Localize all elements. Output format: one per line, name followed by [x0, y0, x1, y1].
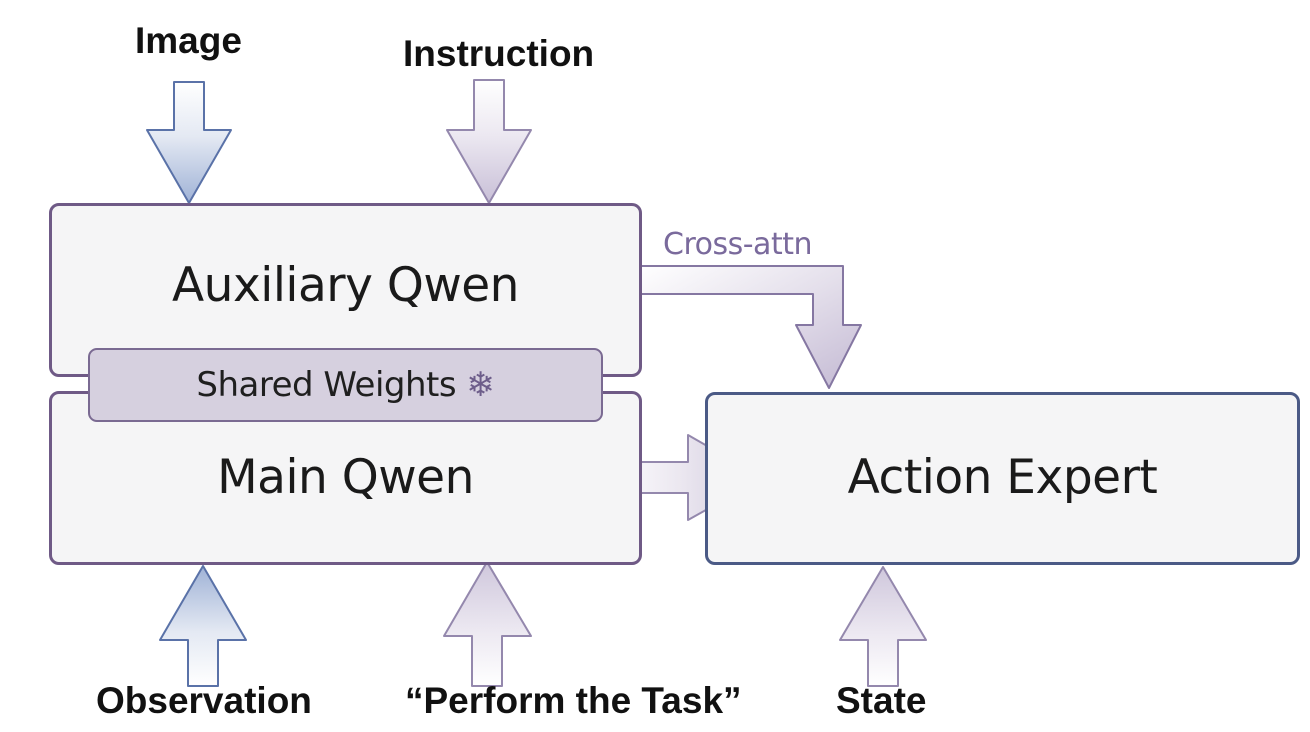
auxiliary-qwen-label: Auxiliary Qwen	[172, 258, 519, 313]
main-qwen-label: Main Qwen	[217, 450, 474, 505]
cross-attn-label: Cross-attn	[663, 227, 812, 262]
instruction-arrow	[446, 79, 532, 204]
perform-task-input-label: “Perform the Task”	[405, 680, 742, 721]
image-input-label: Image	[135, 20, 242, 61]
snowflake-icon: ❄	[466, 365, 495, 405]
shared-weights-label: Shared Weights	[196, 365, 457, 405]
image-arrow	[146, 81, 232, 204]
observation-arrow	[159, 565, 247, 687]
observation-input-label: Observation	[96, 680, 312, 721]
state-arrow	[839, 566, 927, 687]
shared-weights-badge: Shared Weights ❄	[88, 348, 603, 422]
instruction-input-label: Instruction	[403, 33, 595, 74]
perform-task-arrow	[443, 561, 532, 687]
action-expert-label: Action Expert	[847, 450, 1158, 505]
action-expert-box: Action Expert	[705, 392, 1300, 565]
cross-attn-arrow	[639, 265, 862, 389]
state-input-label: State	[836, 680, 927, 721]
